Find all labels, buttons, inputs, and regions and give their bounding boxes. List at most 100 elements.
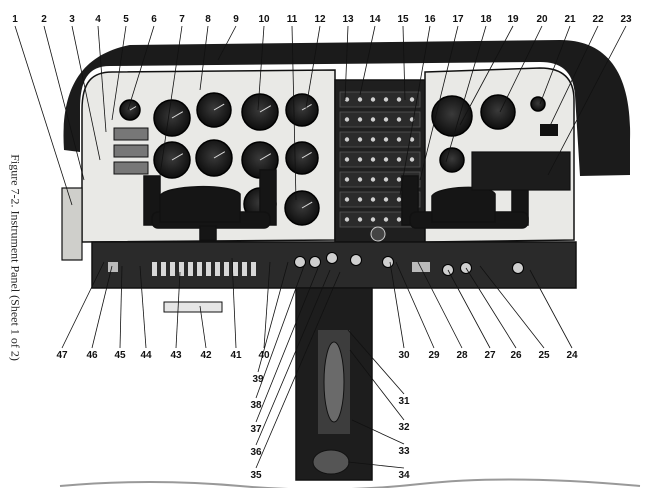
pilot-control-wheel (143, 169, 277, 241)
leader-top-14 (359, 25, 376, 96)
leader-top-17 (419, 25, 459, 181)
callout-top-3: 3 (69, 14, 75, 25)
rocker-switch-5 (188, 262, 193, 276)
ignition-switch (108, 262, 118, 272)
leader-top-10 (257, 25, 265, 111)
radio-knob-4-2 (357, 157, 363, 162)
radio-knob-2-4 (383, 117, 389, 122)
leader-bottom-13 (255, 271, 341, 469)
leader-top-20 (499, 25, 543, 113)
callout-top-1: 1 (12, 14, 18, 25)
callout-bottom-5: 43 (170, 350, 182, 361)
callout-top-17: 17 (452, 14, 464, 25)
radio-knob-3-5 (396, 137, 402, 142)
callout-top-21: 21 (564, 14, 576, 25)
callout-top-5: 5 (123, 14, 129, 25)
gauge-needle-6 (213, 151, 226, 159)
clock-display (540, 124, 558, 136)
annunciator-2 (113, 144, 149, 158)
leader-bottom-20 (417, 261, 463, 349)
flight-instruments (113, 92, 320, 226)
gauge-needle-2 (213, 103, 225, 111)
radio-knob-7-1 (344, 217, 350, 222)
subpanel-knob-8 (512, 262, 524, 274)
leader-top-5 (111, 25, 127, 121)
leader-bottom-9 (257, 261, 289, 373)
leader-bottom-11 (255, 267, 319, 423)
radio-row-2 (339, 111, 421, 128)
leader-bottom-2 (91, 265, 113, 349)
leader-top-22 (547, 25, 599, 131)
callout-leaders (14, 25, 627, 469)
gauge-needle-7 (259, 153, 272, 161)
callout-top-23: 23 (620, 14, 632, 25)
callout-bottom-21: 27 (484, 350, 496, 361)
radio-knob-3-6 (409, 137, 415, 142)
callout-bottom-22: 26 (510, 350, 522, 361)
annunciator-3 (113, 161, 149, 175)
engine-gauge-1 (431, 95, 473, 137)
radio-stack (339, 91, 421, 242)
rocker-switch-7 (206, 262, 211, 276)
leader-top-19 (459, 25, 514, 126)
leader-top-9 (217, 25, 237, 61)
leader-bottom-4 (139, 265, 147, 349)
radio-knob-3-2 (357, 137, 363, 142)
callout-top-2: 2 (41, 14, 47, 25)
radio-knob-4-6 (409, 157, 415, 162)
callout-top-9: 9 (233, 14, 239, 25)
leader-top-8 (199, 25, 209, 91)
rocker-switch-4 (179, 262, 184, 276)
callout-bottom-2: 46 (86, 350, 98, 361)
callout-top-13: 13 (342, 14, 354, 25)
callout-bottom-4: 44 (140, 350, 152, 361)
leader-bottom-23 (479, 265, 545, 349)
leader-bottom-19 (395, 261, 435, 349)
radio-knob-2-2 (357, 117, 363, 122)
leader-bottom-15 (351, 419, 405, 445)
callout-top-14: 14 (369, 14, 381, 25)
radio-knob-6-3 (370, 197, 376, 202)
glareshield (63, 40, 631, 176)
gauge-needle-8 (301, 151, 312, 159)
rocker-switch-11 (242, 262, 247, 276)
lower-subpanel (91, 241, 577, 289)
radio-knob-6-5 (396, 197, 402, 202)
subpanel-knob-5 (382, 256, 394, 268)
callout-bottom-9: 39 (252, 374, 264, 385)
radio-knob-2-1 (344, 117, 350, 122)
gauge-needle-4 (301, 103, 312, 111)
radio-row-3 (339, 131, 421, 148)
callout-bottom-13: 35 (250, 470, 262, 481)
callout-bottom-1: 47 (56, 350, 68, 361)
leader-bottom-22 (465, 267, 517, 349)
rocker-switch-12 (251, 262, 256, 276)
leader-top-6 (127, 25, 155, 111)
leader-bottom-7 (231, 257, 237, 349)
radio-knob-4-5 (396, 157, 402, 162)
figure-caption: Figure 7-2. Instrument Panel (Sheet 1 of… (8, 154, 23, 361)
side-switch-panel (61, 187, 83, 261)
radio-knob-4-3 (370, 157, 376, 162)
radio-knob-6-2 (357, 197, 363, 202)
rocker-switch-1 (152, 262, 157, 276)
callout-top-20: 20 (536, 14, 548, 25)
leader-top-15 (402, 25, 406, 101)
autopilot-unit (471, 151, 571, 191)
radio-knob-5-2 (357, 177, 363, 182)
rocker-switch-8 (215, 262, 220, 276)
callout-bottom-23: 25 (538, 350, 550, 361)
copilot-control-wheel (401, 167, 529, 229)
radio-knob-1-5 (396, 97, 402, 102)
callout-bottom-14: 34 (398, 470, 410, 481)
rocker-switch-6 (197, 262, 202, 276)
callout-top-6: 6 (151, 14, 157, 25)
leader-top-1 (14, 25, 73, 206)
gauge-needle-10 (301, 201, 313, 209)
leader-bottom-5 (175, 271, 181, 349)
leader-top-11 (291, 25, 297, 201)
callout-bottom-8: 40 (258, 350, 270, 361)
radio-knob-1-6 (409, 97, 415, 102)
